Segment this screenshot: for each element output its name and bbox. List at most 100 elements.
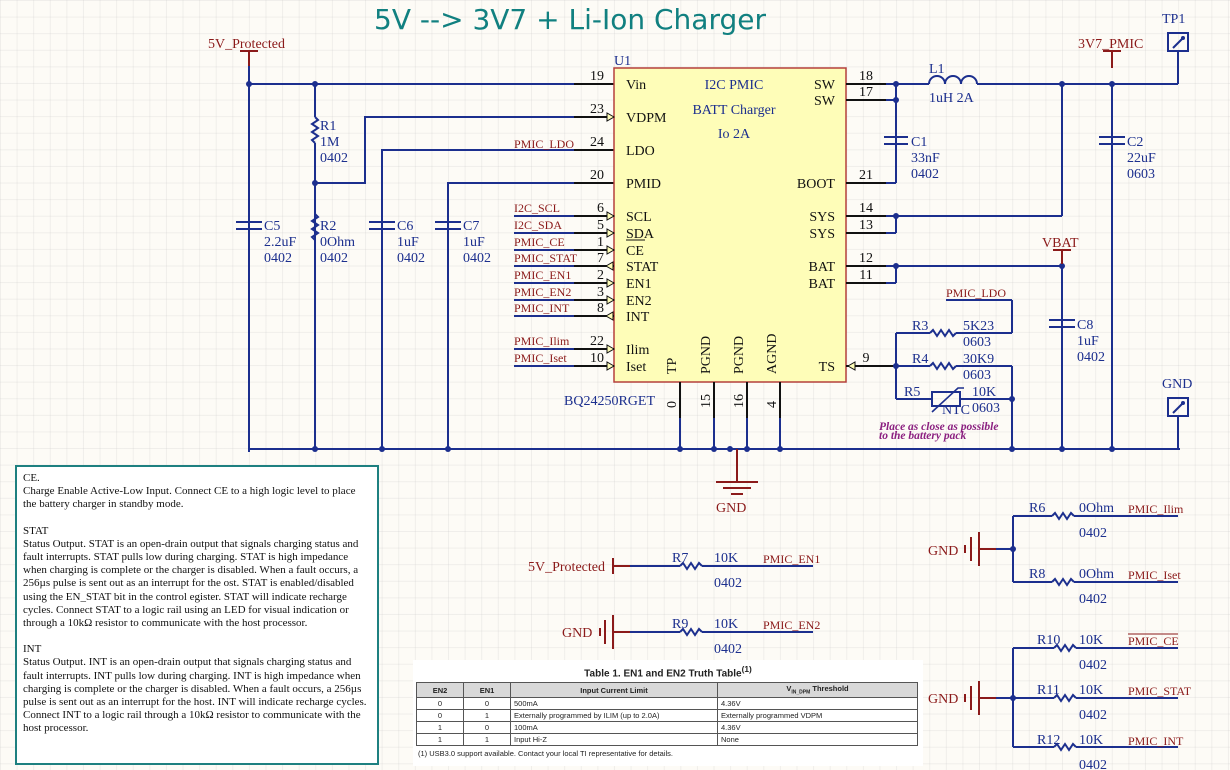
c6-value: 1uF — [397, 235, 419, 250]
r6-value: 0Ohm — [1079, 501, 1114, 516]
u1-pin-name: LDO — [626, 144, 655, 159]
capacitor-c2[interactable]: C2 22uF 0603 — [1099, 135, 1156, 182]
gnd-label-r6-r8: GND — [928, 544, 958, 559]
u1-pin-name: STAT — [626, 260, 659, 275]
net-label-pmic-ldo-ts: PMIC_LDO — [946, 286, 1006, 300]
u1-pin-number: 9 — [863, 351, 870, 366]
resistor-r3[interactable]: R3 5K23 0603 — [912, 319, 994, 350]
u1-pin-ce-1[interactable]: 1CE — [574, 235, 645, 259]
net-port-vbat[interactable]: VBAT — [1042, 236, 1079, 264]
note-int: INT Status Output. INT is an open-drain … — [23, 643, 371, 735]
net-port-5v-protected[interactable]: 5V_Protected — [208, 37, 285, 66]
thermistor-r5[interactable]: NTC R5 10K 0603 — [904, 385, 1000, 418]
resistor-r2[interactable]: R2 0Ohm 0402 — [310, 213, 355, 449]
net-label-pmic-ce[interactable]: PMIC_CE — [514, 235, 574, 251]
u1-pin-name: SCL — [626, 210, 652, 225]
truth-table-header: EN1 — [463, 682, 511, 698]
pulldown-r6-r8[interactable]: GND R6 0Ohm 0402 PMIC_Ilim R8 0Ohm 0402 … — [928, 501, 1184, 607]
r5-ref: R5 — [904, 385, 920, 400]
note-ce: CE. Charge Enable Active-Low Input. Conn… — [23, 472, 371, 512]
truth-table-cell: 1 — [463, 732, 511, 746]
testpoint-gnd[interactable]: GND — [1162, 377, 1192, 449]
c5-ref: C5 — [264, 219, 280, 234]
net-label-pmic-int[interactable]: PMIC_INT — [514, 301, 574, 317]
inductor-l1[interactable]: L1 1uH 2A — [928, 62, 978, 106]
net-label-pmic-ilim[interactable]: PMIC_Ilim — [514, 334, 574, 350]
net-port-3v7-pmic[interactable]: 3V7_PMIC — [1078, 37, 1143, 68]
u1-pin-tp-0[interactable]: TP0 — [665, 357, 681, 449]
capacitor-c5[interactable]: C5 2.2uF 0402 — [236, 219, 297, 266]
r8-value: 0Ohm — [1079, 567, 1114, 582]
gnd-symbol-main[interactable]: GND — [716, 449, 758, 516]
net-label-pmic-en1[interactable]: PMIC_EN1 — [514, 268, 574, 284]
capacitor-c6[interactable]: C6 1uF 0402 — [369, 219, 425, 266]
pulldown-r10-r12[interactable]: GND R10 10K 0402 PMIC_CE R11 10K 0402 PM… — [928, 633, 1192, 770]
net-label-3v7-pmic: 3V7_PMIC — [1078, 37, 1143, 52]
r1-package: 0402 — [320, 151, 348, 166]
ic-u1[interactable]: U1 I2C PMIC BATT Charger Io 2A BQ24250RG… — [564, 54, 873, 449]
net-label-pmic-stat[interactable]: PMIC_STAT — [514, 251, 578, 267]
u1-pin-name: VDPM — [626, 111, 667, 126]
u1-pin-name: AGND — [765, 334, 780, 374]
junctions-ground-pins — [677, 446, 783, 452]
net-label-text: PMIC_Ilim — [514, 334, 570, 348]
wire-ldo — [381, 149, 574, 449]
net-label-i2c-scl[interactable]: I2C_SCL — [514, 201, 574, 217]
truth-table-cell: 1 — [416, 720, 464, 734]
resistor-r4[interactable]: R4 30K9 0603 — [912, 352, 994, 383]
u1-pin-name: SDA — [626, 227, 655, 242]
r2-package: 0402 — [320, 251, 348, 266]
truth-table-cell: 4.36V — [717, 696, 918, 710]
u1-pin-ts-9[interactable]: 9TS — [819, 351, 870, 375]
r12-value: 10K — [1079, 733, 1103, 748]
net-label-text: PMIC_STAT — [514, 251, 578, 265]
c7-package: 0402 — [463, 251, 491, 266]
capacitor-c1[interactable]: C1 33nF 0402 — [884, 135, 940, 182]
u1-pin-number: 24 — [590, 135, 604, 150]
r10-package: 0402 — [1079, 658, 1107, 673]
gnd-label-main: GND — [716, 501, 746, 516]
r9-ref: R9 — [672, 617, 688, 632]
net-label-pmic-iset[interactable]: PMIC_Iset — [514, 351, 574, 367]
c2-value: 22uF — [1127, 151, 1156, 166]
pulldown-r9[interactable]: GND R9 10K 0402 PMIC_EN2 — [562, 615, 820, 657]
truth-table-footnote: (1) USB3.0 support available. Contact yo… — [418, 748, 673, 758]
r4-ref: R4 — [912, 352, 928, 367]
u1-pin-number: 11 — [859, 268, 872, 283]
c6-package: 0402 — [397, 251, 425, 266]
u1-pin-name: Vin — [626, 78, 646, 93]
truth-table-header: VIN_DPM Threshold — [717, 682, 918, 698]
pullup-r7[interactable]: 5V_Protected R7 10K 0402 PMIC_EN1 — [528, 551, 820, 591]
net-label-pmic-ce-r10: PMIC_CE — [1128, 634, 1179, 648]
capacitor-c8[interactable]: C8 1uF 0402 — [1049, 318, 1105, 365]
testpoint-tp1[interactable]: TP1 — [1162, 12, 1189, 52]
capacitor-c7[interactable]: C7 1uF 0402 — [435, 219, 491, 266]
net-label-text: PMIC_EN2 — [514, 285, 571, 299]
net-label-i2c-sda[interactable]: I2C_SDA — [514, 218, 574, 234]
net-label-pmic-en2[interactable]: PMIC_EN2 — [514, 285, 574, 301]
truth-table-caption-sup: (1) — [741, 664, 752, 674]
